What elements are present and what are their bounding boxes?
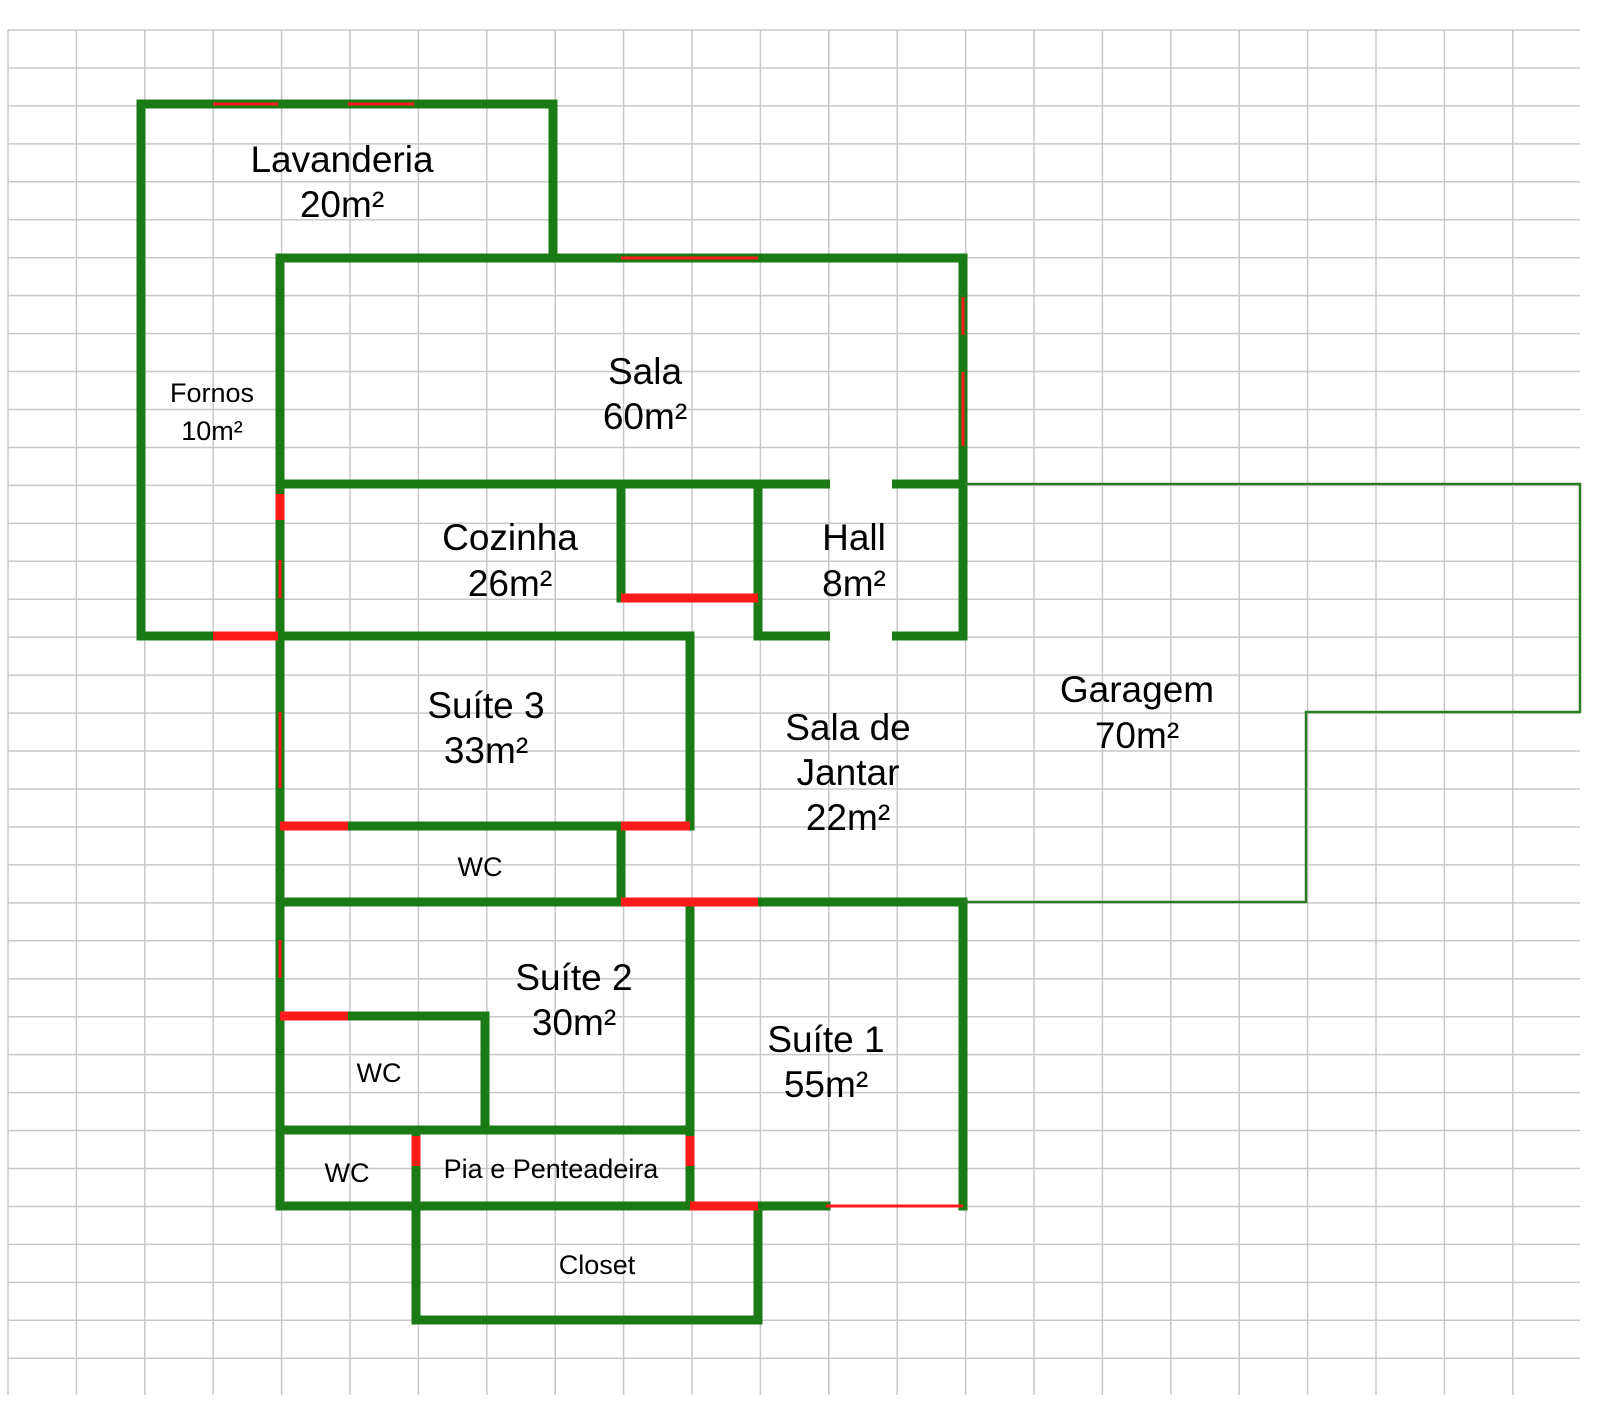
room-area-fornos: 10m² [181,416,243,446]
room-area-suite2: 30m² [532,1002,616,1043]
room-name-garagem: Garagem [1060,669,1214,710]
room-area-sala-jantar: 22m² [806,797,890,838]
room-name-suite1: Suíte 1 [767,1019,884,1060]
room-name-closet: Closet [559,1250,636,1280]
gaps [830,478,892,642]
wall-sala-top [275,253,968,641]
room-name-pia: Pia e Penteadeira [444,1154,660,1184]
wall-suite3 [275,631,695,831]
wall-wc-suite2 [275,1011,490,1135]
room-area-garagem: 70m² [1095,715,1179,756]
wall-garagem [963,482,1582,904]
room-area-lavanderia: 20m² [300,184,384,225]
room-name-sala-jantar-2: Jantar [797,752,900,793]
room-area-suite1: 55m² [784,1064,868,1105]
room-area-suite3: 33m² [444,730,528,771]
room-area-cozinha: 26m² [468,563,552,604]
room-name-hall: Hall [822,517,886,558]
room-name-suite2: Suíte 2 [515,957,632,998]
labels: Lavanderia 20m² Fornos 10m² Sala 60m² Co… [170,139,1214,1280]
wall-lavanderia-fornos [136,99,558,641]
room-name-wc-suite2: WC [357,1058,402,1088]
openings [213,102,965,1211]
room-name-wc-suite3: WC [458,852,503,882]
room-name-sala: Sala [608,351,682,392]
room-name-lavanderia: Lavanderia [250,139,434,180]
room-name-wc-suite1: WC [325,1158,370,1188]
room-name-cozinha: Cozinha [442,517,578,558]
wall-closet [411,1201,763,1325]
room-area-hall: 8m² [822,563,886,604]
room-name-sala-jantar-1: Sala de [785,707,911,748]
room-name-fornos: Fornos [170,378,254,408]
room-name-suite3: Suíte 3 [427,685,544,726]
room-area-sala: 60m² [603,396,687,437]
